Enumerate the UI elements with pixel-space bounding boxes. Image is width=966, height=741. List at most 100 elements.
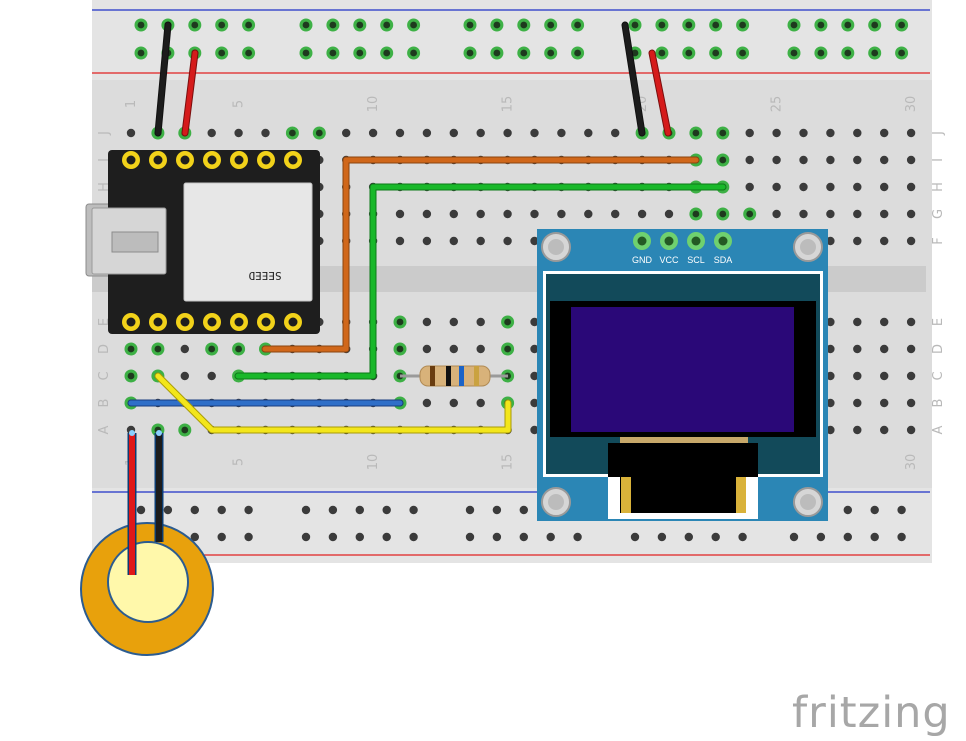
- oled-pin-label: SCL: [687, 255, 705, 265]
- breadboard-hole: [530, 371, 539, 381]
- breadboard-hole: [530, 209, 539, 219]
- breadboard-hole: [719, 156, 727, 164]
- row-labels: JJIIHHGGFFEEDDCCBBAA: [97, 131, 946, 434]
- power-rail-hole: [817, 49, 825, 57]
- wire-orange: [261, 156, 700, 353]
- breadboard-hole: [745, 128, 754, 138]
- breadboard-hole: [772, 128, 781, 138]
- row-label: G: [931, 209, 946, 219]
- breadboard-hole: [880, 317, 889, 327]
- wires: [127, 21, 727, 434]
- breadboard-hole: [772, 182, 781, 192]
- power-rail-hole: [520, 49, 528, 57]
- row-label: C: [97, 371, 112, 380]
- wire-red-left: [181, 49, 199, 137]
- resistor-body: [419, 365, 491, 387]
- breadboard-hole: [853, 209, 862, 219]
- oled-pin-label: VCC: [659, 255, 679, 265]
- power-rail-hole: [870, 505, 879, 515]
- resistor-band-4: [474, 366, 479, 386]
- breadboard-hole: [235, 345, 243, 353]
- oled-flex-cable-base: [620, 437, 748, 445]
- power-rail-hole: [410, 21, 417, 29]
- breadboard-hole: [504, 318, 511, 326]
- power-rail-hole: [137, 21, 145, 29]
- microcontroller-board: SEEED: [85, 150, 320, 334]
- breadboard-hole: [503, 209, 512, 219]
- power-rail-hole: [466, 21, 474, 29]
- column-number: 10: [366, 96, 381, 113]
- row-label: H: [931, 182, 946, 192]
- oled-flex-clip-right: [736, 477, 746, 513]
- breadboard-hole: [880, 155, 889, 165]
- breadboard-hole: [826, 236, 835, 246]
- breadboard-hole: [906, 317, 916, 327]
- power-rail-hole: [218, 21, 226, 29]
- breadboard-hole: [719, 129, 727, 137]
- power-rail-hole: [843, 532, 852, 542]
- breadboard-hole: [422, 236, 432, 246]
- breadboard-hole: [826, 425, 835, 435]
- breadboard-hole: [826, 317, 835, 327]
- power-rail-hole: [190, 505, 199, 515]
- column-number: 10: [366, 454, 381, 471]
- power-rail-hole: [658, 21, 666, 29]
- power-rail-hole: [843, 505, 852, 515]
- power-rail-hole: [790, 21, 798, 29]
- power-rail-hole: [409, 505, 418, 515]
- breadboard-hole: [853, 371, 862, 381]
- power-rail-hole: [520, 21, 528, 29]
- power-rail-hole: [245, 49, 253, 57]
- breadboard-hole: [584, 209, 593, 219]
- row-label: J: [931, 131, 946, 136]
- power-rail-hole: [137, 49, 145, 57]
- breadboard-hole: [826, 344, 835, 354]
- breadboard-hole: [745, 155, 754, 165]
- breadboard-hole: [906, 425, 916, 435]
- power-rail-hole: [657, 532, 667, 542]
- power-rail-hole: [356, 21, 364, 29]
- oled-pins: [633, 232, 732, 250]
- power-rail-hole: [217, 505, 226, 515]
- oled-flex-cable-lower: [620, 477, 746, 513]
- breadboard-hole: [449, 398, 458, 408]
- breadboard-hole: [181, 426, 189, 434]
- power-rail-hole: [897, 532, 906, 542]
- power-rail-hole: [218, 49, 226, 57]
- breadboard-hole: [906, 128, 916, 138]
- power-rail-hole: [302, 21, 310, 29]
- row-label: H: [97, 182, 112, 192]
- breadboard-hole: [799, 182, 808, 192]
- row-label: F: [931, 237, 946, 244]
- wire-red-right: [648, 49, 672, 137]
- wire-yellow: [154, 372, 512, 434]
- breadboard-hole: [530, 128, 539, 138]
- breadboard-hole: [719, 210, 727, 218]
- breadboard-hole: [799, 128, 808, 138]
- column-number: 5: [232, 458, 247, 466]
- breadboard-hole: [180, 344, 189, 354]
- power-rail-hole: [631, 21, 639, 29]
- breadboard-hole: [880, 398, 889, 408]
- wire-green: [234, 183, 727, 380]
- power-rail-hole: [685, 49, 693, 57]
- power-rail-hole: [685, 21, 693, 29]
- power-rail-hole: [301, 505, 311, 515]
- breadboard-hole: [154, 345, 162, 353]
- power-rail-hole: [871, 49, 879, 57]
- breadboard-hole: [476, 128, 485, 138]
- breadboard-hole: [395, 128, 405, 138]
- power-rail-hole: [897, 505, 906, 515]
- breadboard-hole: [826, 209, 835, 219]
- power-rail-hole: [658, 49, 666, 57]
- row-label: I: [97, 158, 112, 162]
- row-label: E: [931, 318, 946, 326]
- row-label: C: [931, 371, 946, 380]
- breadboard-hole: [826, 155, 835, 165]
- power-rail-hole: [355, 505, 364, 515]
- breadboard-hole: [906, 371, 916, 381]
- power-rail-hole: [136, 505, 146, 515]
- breadboard-hole: [396, 345, 404, 353]
- breadboard-hole: [880, 371, 889, 381]
